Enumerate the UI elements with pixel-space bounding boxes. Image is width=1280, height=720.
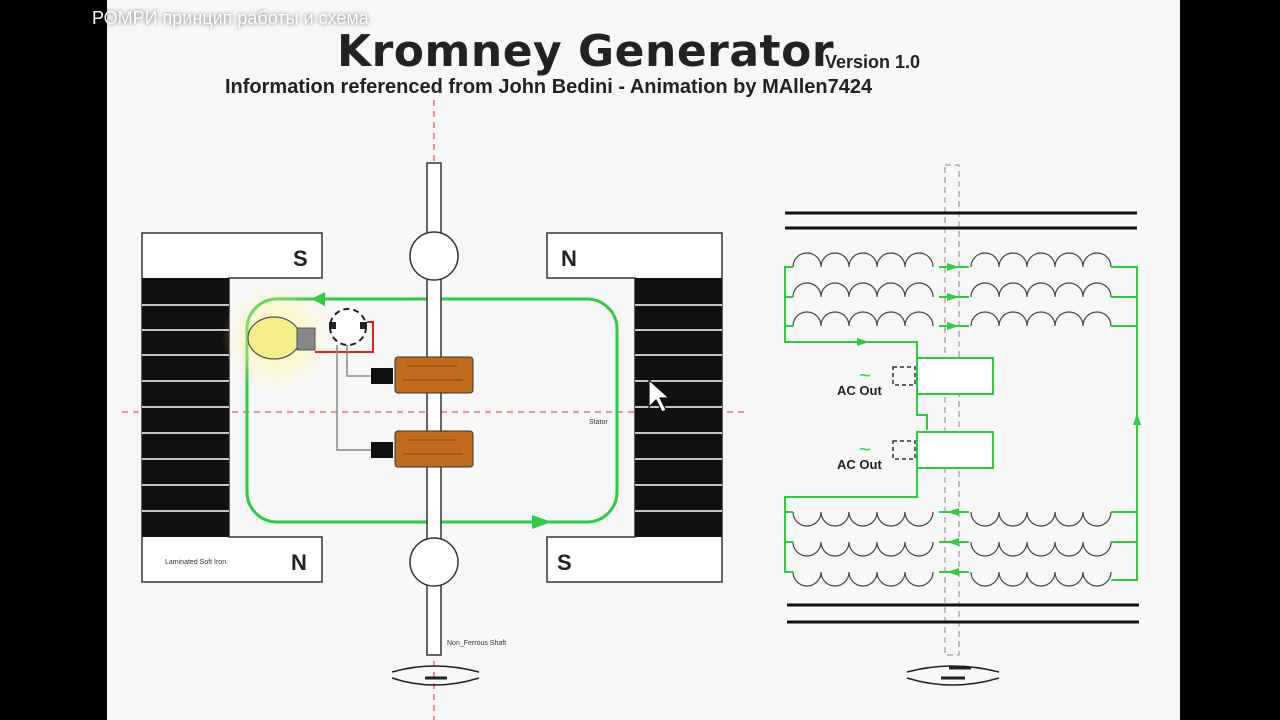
ac-tilde-2: ~ — [859, 439, 871, 461]
lamination-stack-right — [635, 278, 722, 537]
ac-out-label-2: AC Out — [837, 457, 882, 472]
rotor-coil-upper — [371, 356, 474, 394]
label-shaft: Non_Ferrous Shaft — [447, 640, 506, 647]
rotation-indicator-left — [391, 665, 480, 686]
bearing-bottom — [409, 537, 459, 587]
bearing-top — [409, 231, 459, 281]
switch-contact-right — [360, 322, 367, 329]
video-title: РОМРИ принцип работы и схема — [92, 8, 369, 28]
magnet-label-top-right: N — [561, 246, 577, 271]
ac-out-label-1: AC Out — [837, 383, 882, 398]
diagram-subtitle: Information referenced from John Bedini … — [225, 76, 873, 98]
wire-grey-2 — [336, 345, 371, 451]
right-shaft — [944, 164, 960, 656]
diagram-title: Kromney Generator — [337, 26, 835, 77]
flux-arrow-bottom — [532, 515, 552, 529]
rotor-coil-lower — [371, 430, 474, 468]
diagram-version: Version 1.0 — [825, 52, 921, 72]
right-diagram: ~ AC Out ~ AC Out — [784, 164, 1141, 686]
bulb-base — [296, 327, 316, 351]
magnet-label-bottom-left: N — [291, 550, 307, 575]
rotation-indicator-right — [906, 665, 1000, 686]
diagram-canvas: Kromney Generator Version 1.0 Informatio… — [107, 0, 1180, 720]
mouse-cursor-icon — [648, 378, 671, 413]
right-circuit-wires — [784, 266, 1138, 581]
rotor-shaft — [426, 162, 442, 656]
magnet-label-top-left: S — [293, 246, 308, 271]
switch-contact-left — [329, 322, 336, 329]
label-stator: Stator — [589, 419, 608, 426]
wire-grey-1 — [346, 345, 371, 377]
lamination-stack-left — [142, 278, 229, 537]
magnet-label-bottom-right: S — [557, 550, 572, 575]
ac-tilde-1: ~ — [859, 365, 871, 387]
flux-arrow-top — [311, 292, 325, 306]
generator-diagram: S N N S Laminated Soft Iron Stator Non_F… — [122, 100, 1141, 720]
light-bulb — [247, 316, 301, 360]
wire-red — [315, 321, 374, 353]
label-laminated-iron: Laminated Soft Iron — [165, 559, 226, 566]
title-row: Kromney Generator Version 1.0 — [107, 22, 1180, 82]
